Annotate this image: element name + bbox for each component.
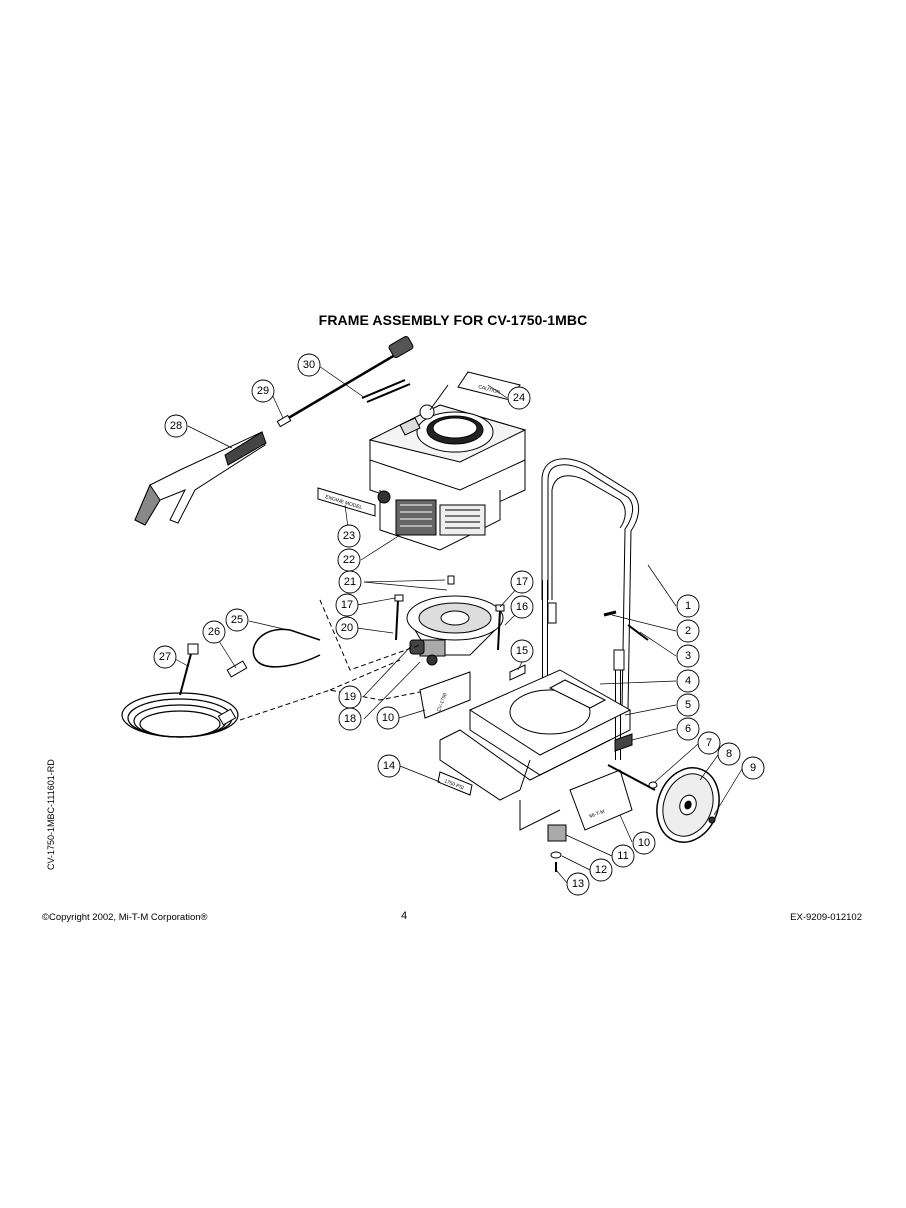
engine-illustration	[368, 404, 527, 551]
copyright-notice: ©Copyright 2002, Mi-T-M Corporation®	[42, 912, 208, 923]
callout-4: 4	[676, 669, 700, 693]
diagram-title: FRAME ASSEMBLY FOR CV-1750-1MBC	[318, 312, 588, 328]
callout-8: 8	[717, 742, 741, 766]
callout-27: 27	[153, 645, 177, 669]
svg-text:20: 20	[341, 622, 353, 634]
svg-text:30: 30	[303, 359, 315, 371]
frame-illustration: MI-T-M CV-1750 1750 PSI	[419, 458, 656, 831]
svg-text:22: 22	[343, 554, 355, 566]
spray-wand-illustration	[284, 336, 414, 422]
svg-text:8: 8	[726, 748, 732, 760]
callout-5: 5	[676, 693, 700, 717]
svg-text:28: 28	[170, 420, 182, 432]
svg-text:10: 10	[382, 712, 394, 724]
svg-text:10: 10	[638, 837, 650, 849]
callout-1: 1	[676, 594, 700, 618]
side-document-code: CV-1750-1MBC-111601-RD	[46, 759, 56, 870]
svg-text:18: 18	[344, 713, 356, 725]
svg-text:11: 11	[617, 850, 628, 862]
svg-text:27: 27	[159, 651, 171, 663]
callout-6: 6	[676, 717, 700, 741]
callout-26: 26	[202, 620, 226, 644]
callout-18: 18	[338, 707, 362, 731]
pump-illustration	[406, 595, 504, 666]
svg-text:13: 13	[572, 878, 584, 890]
svg-text:17: 17	[516, 576, 528, 588]
callout-17-left: 17	[335, 593, 359, 617]
callout-3: 3	[676, 644, 700, 668]
svg-text:17: 17	[341, 599, 353, 611]
svg-text:21: 21	[344, 576, 356, 588]
callout-19: 19	[338, 685, 362, 709]
callout-24: 24	[507, 386, 531, 410]
svg-text:26: 26	[208, 626, 220, 638]
callout-14: 14	[377, 754, 401, 778]
callout-15: 15	[510, 639, 534, 663]
callout-23: 23	[337, 524, 361, 548]
high-pressure-hose-illustration	[121, 643, 239, 738]
svg-text:15: 15	[516, 645, 528, 657]
callout-21: 21	[338, 570, 362, 594]
spray-gun-illustration	[134, 431, 267, 526]
callout-20: 20	[335, 616, 359, 640]
svg-text:29: 29	[257, 385, 269, 397]
svg-text:3: 3	[685, 650, 691, 662]
svg-text:MI-T-M: MI-T-M	[589, 809, 606, 820]
svg-text:2: 2	[685, 625, 691, 637]
svg-text:6: 6	[685, 723, 691, 735]
svg-text:1: 1	[685, 600, 691, 612]
callout-9: 9	[741, 756, 765, 780]
callout-2: 2	[676, 619, 700, 643]
callout-28: 28	[164, 414, 188, 438]
svg-text:5: 5	[685, 699, 691, 711]
callout-7: 7	[697, 731, 721, 755]
callout-13: 13	[566, 872, 590, 896]
callout-30: 30	[297, 353, 321, 377]
callout-29: 29	[251, 379, 275, 403]
svg-text:12: 12	[595, 864, 607, 876]
svg-text:23: 23	[343, 530, 355, 542]
callout-17-right: 17	[510, 570, 534, 594]
svg-text:CAUTION: CAUTION	[477, 384, 501, 396]
callout-25: 25	[225, 608, 249, 632]
svg-text:9: 9	[750, 762, 756, 774]
svg-text:14: 14	[383, 760, 395, 772]
callout-11: 11	[611, 844, 635, 868]
callout-10-decal-side: 10	[376, 706, 400, 730]
svg-text:16: 16	[516, 601, 528, 613]
page-number: 4	[401, 910, 408, 922]
callout-16: 16	[510, 595, 534, 619]
svg-text:7: 7	[706, 737, 712, 749]
svg-text:25: 25	[231, 614, 243, 626]
svg-text:19: 19	[344, 691, 356, 703]
document-code: EX-9209-012102	[790, 912, 862, 923]
callout-10-decal-rear: 10	[632, 831, 656, 855]
callout-12: 12	[589, 858, 613, 882]
svg-text:4: 4	[685, 675, 691, 687]
callout-22: 22	[337, 548, 361, 572]
wheel-illustration	[656, 767, 720, 843]
svg-text:24: 24	[513, 392, 525, 404]
